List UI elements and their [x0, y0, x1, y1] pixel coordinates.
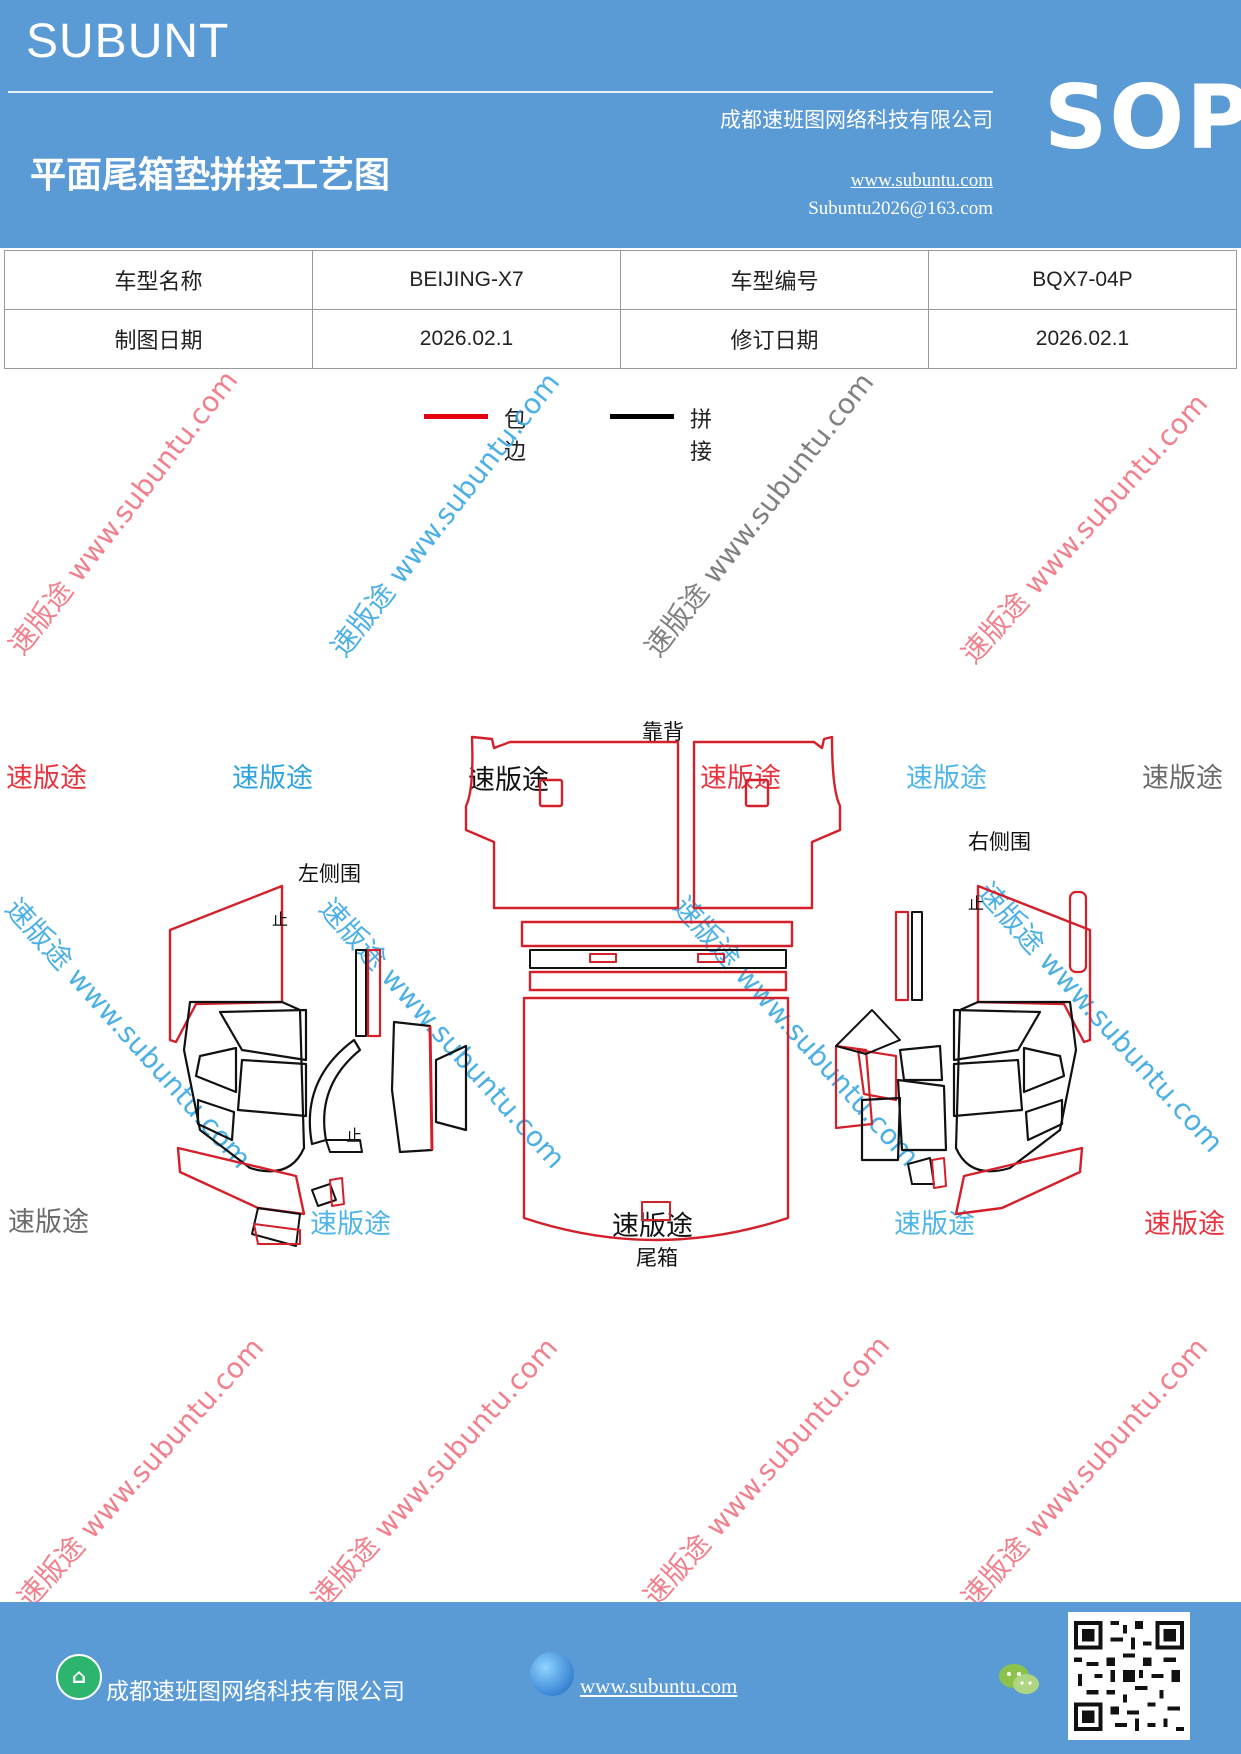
stop-mark: 止 [968, 894, 985, 913]
revision-date-value: 2026.02.1 [928, 309, 1237, 369]
left-side-label: 左侧围 [298, 862, 361, 886]
watermark: 速版途 [310, 1209, 391, 1240]
right-side-pieces [834, 884, 1092, 1216]
header-company: 成都速班图网络科技有限公司 [720, 108, 993, 132]
backrest-label: 靠背 [642, 720, 684, 744]
footer-website-link[interactable]: www.subuntu.com [580, 1674, 738, 1698]
left-side-pieces [168, 884, 468, 1247]
draw-date-label: 制图日期 [4, 309, 313, 369]
legend-seam-label: 拼接 [690, 408, 713, 465]
document-title: 平面尾箱垫拼接工艺图 [30, 154, 391, 196]
globe-icon [530, 1652, 574, 1696]
model-name-value: BEIJING-X7 [312, 250, 621, 310]
table-row: 制图日期 2026.02.1 修订日期 2026.02.1 [4, 309, 1237, 369]
backrest-pieces [464, 735, 842, 910]
header-website-link[interactable]: www.subuntu.com [850, 170, 993, 191]
watermark: 速版途 [8, 1207, 89, 1238]
watermark: 速版途 [468, 765, 549, 796]
table-row: 车型名称 BEIJING-X7 车型编号 BQX7-04P [4, 250, 1237, 310]
header-divider [8, 91, 993, 93]
vehicle-info-table: 车型名称 BEIJING-X7 车型编号 BQX7-04P 制图日期 2026.… [4, 250, 1237, 369]
watermark: 速版途 [232, 763, 313, 794]
trunk-main-piece [522, 996, 790, 1242]
watermark: 速版途 [1142, 763, 1223, 794]
revision-date-label: 修订日期 [620, 309, 929, 369]
middle-strips [520, 920, 794, 992]
backrest-left-notch [538, 778, 564, 808]
qr-code [1068, 1612, 1190, 1740]
legend-seam-swatch [610, 414, 674, 419]
footer-company: 成都速班图网络科技有限公司 [106, 1679, 405, 1705]
right-side-label: 右侧围 [968, 830, 1031, 854]
backrest-left [464, 735, 680, 910]
draw-date-value: 2026.02.1 [312, 309, 621, 369]
brand-name: SUBUNT [26, 15, 230, 68]
legend-edge-label: 包边 [504, 408, 527, 465]
sop-badge: SOP [1044, 66, 1241, 169]
watermark: 速版途 [612, 1211, 693, 1242]
watermark: 速版途 [6, 763, 87, 794]
stop-mark: 止 [272, 910, 289, 929]
model-name-label: 车型名称 [4, 250, 313, 310]
watermark: 速版途 [906, 763, 987, 794]
backrest-right [692, 735, 842, 910]
watermark: 速版途 [1144, 1209, 1225, 1240]
legend-edge-swatch [424, 414, 488, 419]
home-icon: ⌂ [56, 1654, 102, 1700]
trunk-label: 尾箱 [636, 1246, 678, 1270]
model-code-value: BQX7-04P [928, 250, 1237, 310]
model-code-label: 车型编号 [620, 250, 929, 310]
header-banner: SUBUNT 平面尾箱垫拼接工艺图 成都速班图网络科技有限公司 www.subu… [0, 0, 1241, 248]
backrest-right-notch [744, 778, 770, 808]
footer-banner: ⌂ 成都速班图网络科技有限公司 www.subuntu.com [0, 1602, 1241, 1754]
header-email: Subuntu2026@163.com [808, 198, 993, 219]
wechat-icon[interactable] [996, 1660, 1042, 1700]
stop-mark: 止 [346, 1126, 363, 1145]
